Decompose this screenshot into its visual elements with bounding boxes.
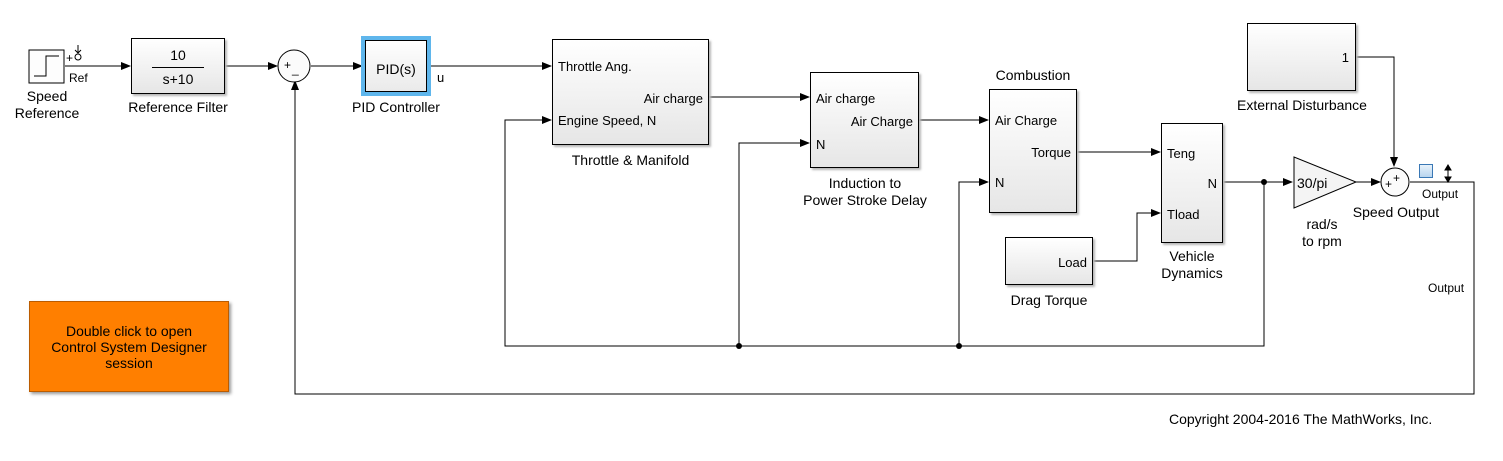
button-line3: session [105, 355, 153, 371]
output-arrow-icon [1444, 164, 1452, 183]
pid-controller-label: PID Controller [352, 99, 440, 115]
step-label-line1: Speed [26, 88, 68, 104]
combustion-port-in1: Air Charge [995, 113, 1058, 128]
speed-output-label: Speed Output [1352, 204, 1440, 220]
external-disturbance-block[interactable]: 1 [1247, 23, 1356, 91]
vehicle-port-out: N [1207, 176, 1217, 191]
signal-n-to-induction[interactable] [738, 139, 810, 346]
output-line-label: Output [1428, 281, 1465, 295]
external-disturbance-label: External Disturbance [1237, 97, 1367, 113]
branch-point [956, 343, 962, 349]
combustion-port-out: Torque [1031, 145, 1071, 160]
pid-text: PID(s) [376, 61, 416, 77]
scope-icon[interactable] [1419, 164, 1433, 178]
copyright-text: Copyright 2004-2016 The MathWorks, Inc. [1169, 411, 1433, 427]
throttle-port-in2: Engine Speed, N [558, 113, 657, 128]
signal-n-to-combustion[interactable] [958, 178, 989, 346]
branch-point [736, 343, 742, 349]
output-port-label: Output [1422, 187, 1459, 201]
reference-filter-block[interactable]: 10 s+10 [131, 38, 225, 94]
step-label-line2: Reference [14, 105, 80, 121]
test-point-icon [74, 45, 82, 61]
signal-disturbance[interactable] [1356, 56, 1398, 167]
induction-label-line1: Induction to [828, 175, 902, 191]
drag-torque-block[interactable]: Load [1005, 237, 1093, 285]
step-block[interactable] [28, 49, 65, 84]
sum1-block[interactable] [277, 49, 311, 83]
signal-n-feedback[interactable] [504, 116, 1265, 347]
vehicle-dynamics-label: Vehicle Dynamics [1137, 248, 1247, 282]
reference-filter-label: Reference Filter [128, 99, 228, 115]
gain-label-line2: to rpm [1302, 233, 1342, 249]
combustion-port-in2: N [995, 175, 1005, 190]
gain-text: 30/pi [1297, 175, 1328, 191]
signal-load[interactable] [1093, 209, 1161, 262]
sum2-plus-left: + [1385, 177, 1393, 191]
induction-port-in1: Air charge [816, 91, 876, 106]
combustion-block[interactable]: Air Charge Torque N [989, 89, 1077, 213]
pid-port-u: u [437, 70, 445, 85]
gain-label: rad/s to rpm [1282, 216, 1362, 250]
sum2-block[interactable] [1380, 167, 1410, 197]
drag-torque-label: Drag Torque [1010, 292, 1088, 308]
throttle-port-out: Air charge [643, 91, 703, 106]
disturbance-port-out: 1 [1341, 50, 1349, 65]
vehicle-label-line1: Vehicle [1169, 248, 1215, 264]
button-line2: Control System Designer [51, 339, 207, 355]
filter-denominator: s+10 [162, 71, 194, 87]
sum1-plus-sign: + [284, 58, 292, 72]
vehicle-label-line2: Dynamics [1161, 265, 1223, 281]
vehicle-port-in1: Teng [1167, 146, 1196, 161]
vehicle-port-in2: Tload [1167, 207, 1200, 222]
button-line1: Double click to open [65, 323, 193, 339]
gain-label-line1: rad/s [1306, 216, 1338, 232]
throttle-manifold-block[interactable]: Throttle Ang. Air charge Engine Speed, N [552, 39, 709, 145]
induction-port-out: Air Charge [850, 114, 913, 129]
step-plus-sign: + [66, 51, 74, 65]
open-control-designer-button[interactable]: Double click to open Control System Desi… [29, 301, 229, 392]
sum2-plus-top: + [1393, 171, 1401, 185]
induction-label-line2: Power Stroke Delay [803, 192, 927, 208]
drag-port-out: Load [1058, 255, 1087, 270]
signal-output-feedback[interactable] [291, 80, 1475, 395]
pid-controller-block[interactable]: PID(s) [361, 36, 431, 96]
branch-point [1261, 179, 1267, 185]
gain-block[interactable] [1293, 156, 1358, 209]
induction-delay-block[interactable]: Air charge Air Charge N [810, 72, 919, 168]
step-label: Speed Reference [12, 88, 82, 122]
fraction-bar [152, 67, 204, 68]
throttle-port-in1: Throttle Ang. [558, 59, 632, 74]
induction-port-in2: N [816, 137, 826, 152]
induction-label: Induction to Power Stroke Delay [780, 175, 950, 209]
filter-numerator: 10 [170, 47, 186, 63]
throttle-manifold-label: Throttle & Manifold [571, 152, 690, 168]
ref-port-label: Ref [69, 71, 88, 85]
vehicle-dynamics-block[interactable]: Teng N Tload [1161, 123, 1223, 243]
sum1-minus-sign: _ [292, 62, 299, 76]
combustion-title: Combustion [995, 67, 1071, 83]
